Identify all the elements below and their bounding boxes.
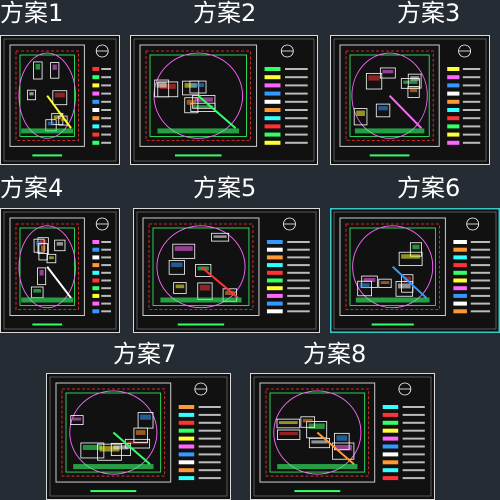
plan-drawing-1[interactable] <box>0 35 120 165</box>
plan-label-1: 方案1 <box>0 0 64 27</box>
plan-label-2: 方案2 <box>193 0 257 27</box>
plan-label-6: 方案6 <box>397 174 461 202</box>
plan-label-4: 方案4 <box>0 174 64 202</box>
plan-label-7: 方案7 <box>113 340 177 368</box>
plan-label-3: 方案3 <box>397 0 461 27</box>
drawing-canvas <box>330 35 490 165</box>
plan-label-5: 方案5 <box>193 174 257 202</box>
plan-drawing-4[interactable] <box>0 208 120 333</box>
plan-drawing-7[interactable] <box>46 373 231 500</box>
drawing-canvas <box>46 373 231 500</box>
plan-label-8: 方案8 <box>303 340 367 368</box>
plan-drawing-5[interactable] <box>133 208 320 333</box>
drawing-canvas <box>330 208 500 333</box>
plan-drawing-6[interactable] <box>330 208 500 333</box>
drawing-canvas <box>250 373 435 500</box>
plan-drawing-2[interactable] <box>130 35 318 165</box>
drawing-canvas <box>0 35 120 165</box>
drawing-canvas <box>0 208 120 333</box>
drawing-canvas <box>130 35 318 165</box>
plan-drawing-8[interactable] <box>250 373 435 500</box>
plan-drawing-3[interactable] <box>330 35 490 165</box>
drawing-canvas <box>133 208 320 333</box>
